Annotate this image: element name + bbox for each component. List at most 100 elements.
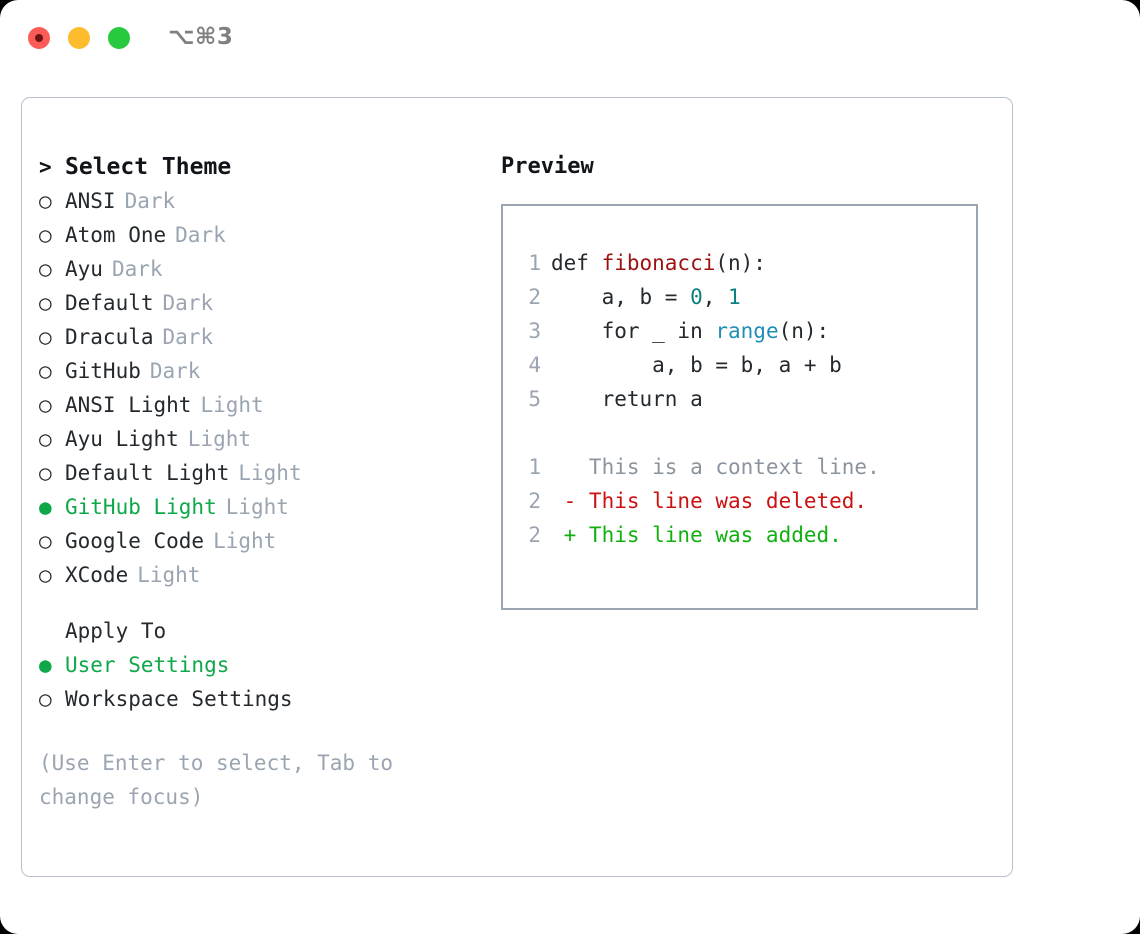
theme-option-tag: Dark (175, 223, 226, 247)
theme-option-label: Google Code (65, 529, 205, 553)
diff-text: This is a context line. (551, 455, 880, 479)
code-token: def (551, 251, 602, 275)
select-theme-header-label: Select Theme (65, 154, 232, 180)
diff-line: 1 This is a context line. (515, 450, 970, 484)
diff-line: 2 + This line was added. (515, 518, 970, 552)
keyboard-hint: (Use Enter to select, Tab to change focu… (39, 751, 394, 809)
radio-unselected-icon: ○ (39, 223, 52, 247)
theme-option[interactable]: ○ Ayu Light Light (39, 422, 479, 456)
line-number: 1 (528, 251, 541, 275)
theme-option[interactable]: ○ ANSI Light Light (39, 388, 479, 422)
line-number: 2 (528, 523, 541, 547)
code-token: fibonacci (601, 251, 716, 275)
theme-option-tag: Light (238, 461, 302, 485)
theme-option-label: Dracula (65, 325, 154, 349)
theme-option[interactable]: ○ Atom One Dark (39, 218, 479, 252)
keyboard-shortcut-label: ⌥⌘3 (168, 24, 234, 50)
theme-option-tag: Light (200, 393, 264, 417)
code-token: (n): (778, 319, 830, 343)
radio-unselected-icon: ○ (39, 325, 52, 349)
radio-unselected-icon: ○ (39, 393, 52, 417)
minimize-dot[interactable] (68, 27, 90, 49)
radio-unselected-icon: ○ (39, 529, 52, 553)
code-token: 0 (690, 285, 703, 309)
section-spacer (39, 592, 479, 614)
preview-title: Preview (501, 154, 594, 179)
theme-option-tag: Dark (162, 291, 214, 315)
theme-option[interactable]: ○ Default Light Light (39, 456, 479, 490)
apply-to-title: Apply To (65, 619, 167, 643)
apply-to-option[interactable]: ●User Settings (39, 648, 479, 682)
theme-option-tag: Dark (149, 359, 201, 383)
apply-to-option-label: Workspace Settings (65, 687, 293, 711)
theme-option-tag: Light (137, 563, 201, 587)
code-token: for _ in (551, 319, 716, 343)
code-token: a, b = b, a + b (551, 353, 842, 377)
theme-option-label: Atom One (65, 223, 167, 247)
line-number: 1 (528, 455, 541, 479)
code-line: 1 def fibonacci(n): (515, 246, 970, 280)
code-token: return a (551, 387, 703, 411)
code-token: a, b = (551, 285, 691, 309)
radio-unselected-icon: ○ (39, 189, 52, 213)
apply-to-list: ●User Settings ○ Workspace Settings (39, 648, 479, 716)
theme-option[interactable]: ○ Dracula Dark (39, 320, 479, 354)
apply-to-option-label: User Settings (65, 653, 230, 677)
line-number: 4 (528, 353, 541, 377)
title-bar: ⌥⌘3 (0, 0, 1140, 76)
radio-selected-icon: ● (39, 495, 52, 519)
radio-unselected-icon: ○ (39, 359, 52, 383)
code-token: 1 (728, 285, 741, 309)
theme-option-label: Default (65, 291, 154, 315)
theme-option-label: ANSI (65, 189, 116, 213)
code-line: 2 a, b = 0, 1 (515, 280, 970, 314)
radio-unselected-icon: ○ (39, 427, 52, 451)
radio-unselected-icon: ○ (39, 291, 52, 315)
line-number: 5 (528, 387, 541, 411)
close-dot[interactable] (28, 27, 50, 49)
code-token: range (715, 319, 779, 343)
radio-unselected-icon: ○ (39, 687, 52, 711)
diff-lines: 1 This is a context line.2 - This line w… (515, 450, 970, 552)
theme-option-label: Ayu (65, 257, 103, 281)
theme-option-label: Ayu Light (65, 427, 179, 451)
theme-option-label: ANSI Light (65, 393, 192, 417)
code-line: 4 a, b = b, a + b (515, 348, 970, 382)
theme-option-label: Default Light (65, 461, 230, 485)
theme-option-tag: Light (213, 529, 277, 553)
code-line: 5 return a (515, 382, 970, 416)
theme-option-tag: Light (225, 495, 289, 519)
caret-icon: > (39, 155, 52, 179)
theme-option[interactable]: ○ Default Dark (39, 286, 479, 320)
diff-text: - This line was deleted. (551, 489, 868, 513)
radio-unselected-icon: ○ (39, 461, 52, 485)
radio-unselected-icon: ○ (39, 257, 52, 281)
apply-to-option[interactable]: ○ Workspace Settings (39, 682, 479, 716)
theme-option[interactable]: ○ Google Code Light (39, 524, 479, 558)
select-theme-header: > Select Theme (39, 150, 479, 184)
maximize-dot[interactable] (108, 27, 130, 49)
line-number: 2 (528, 489, 541, 513)
diff-line: 2 - This line was deleted. (515, 484, 970, 518)
theme-option-tag: Dark (124, 189, 176, 213)
theme-option[interactable]: ○ ANSI Dark (39, 184, 479, 218)
theme-option-tag: Dark (162, 325, 214, 349)
code-token: , (702, 285, 729, 309)
diff-text: + This line was added. (551, 523, 842, 547)
theme-option-tag: Light (187, 427, 252, 451)
radio-unselected-icon: ○ (39, 563, 52, 587)
line-number: 3 (528, 319, 541, 343)
code-token: (n): (715, 251, 766, 275)
